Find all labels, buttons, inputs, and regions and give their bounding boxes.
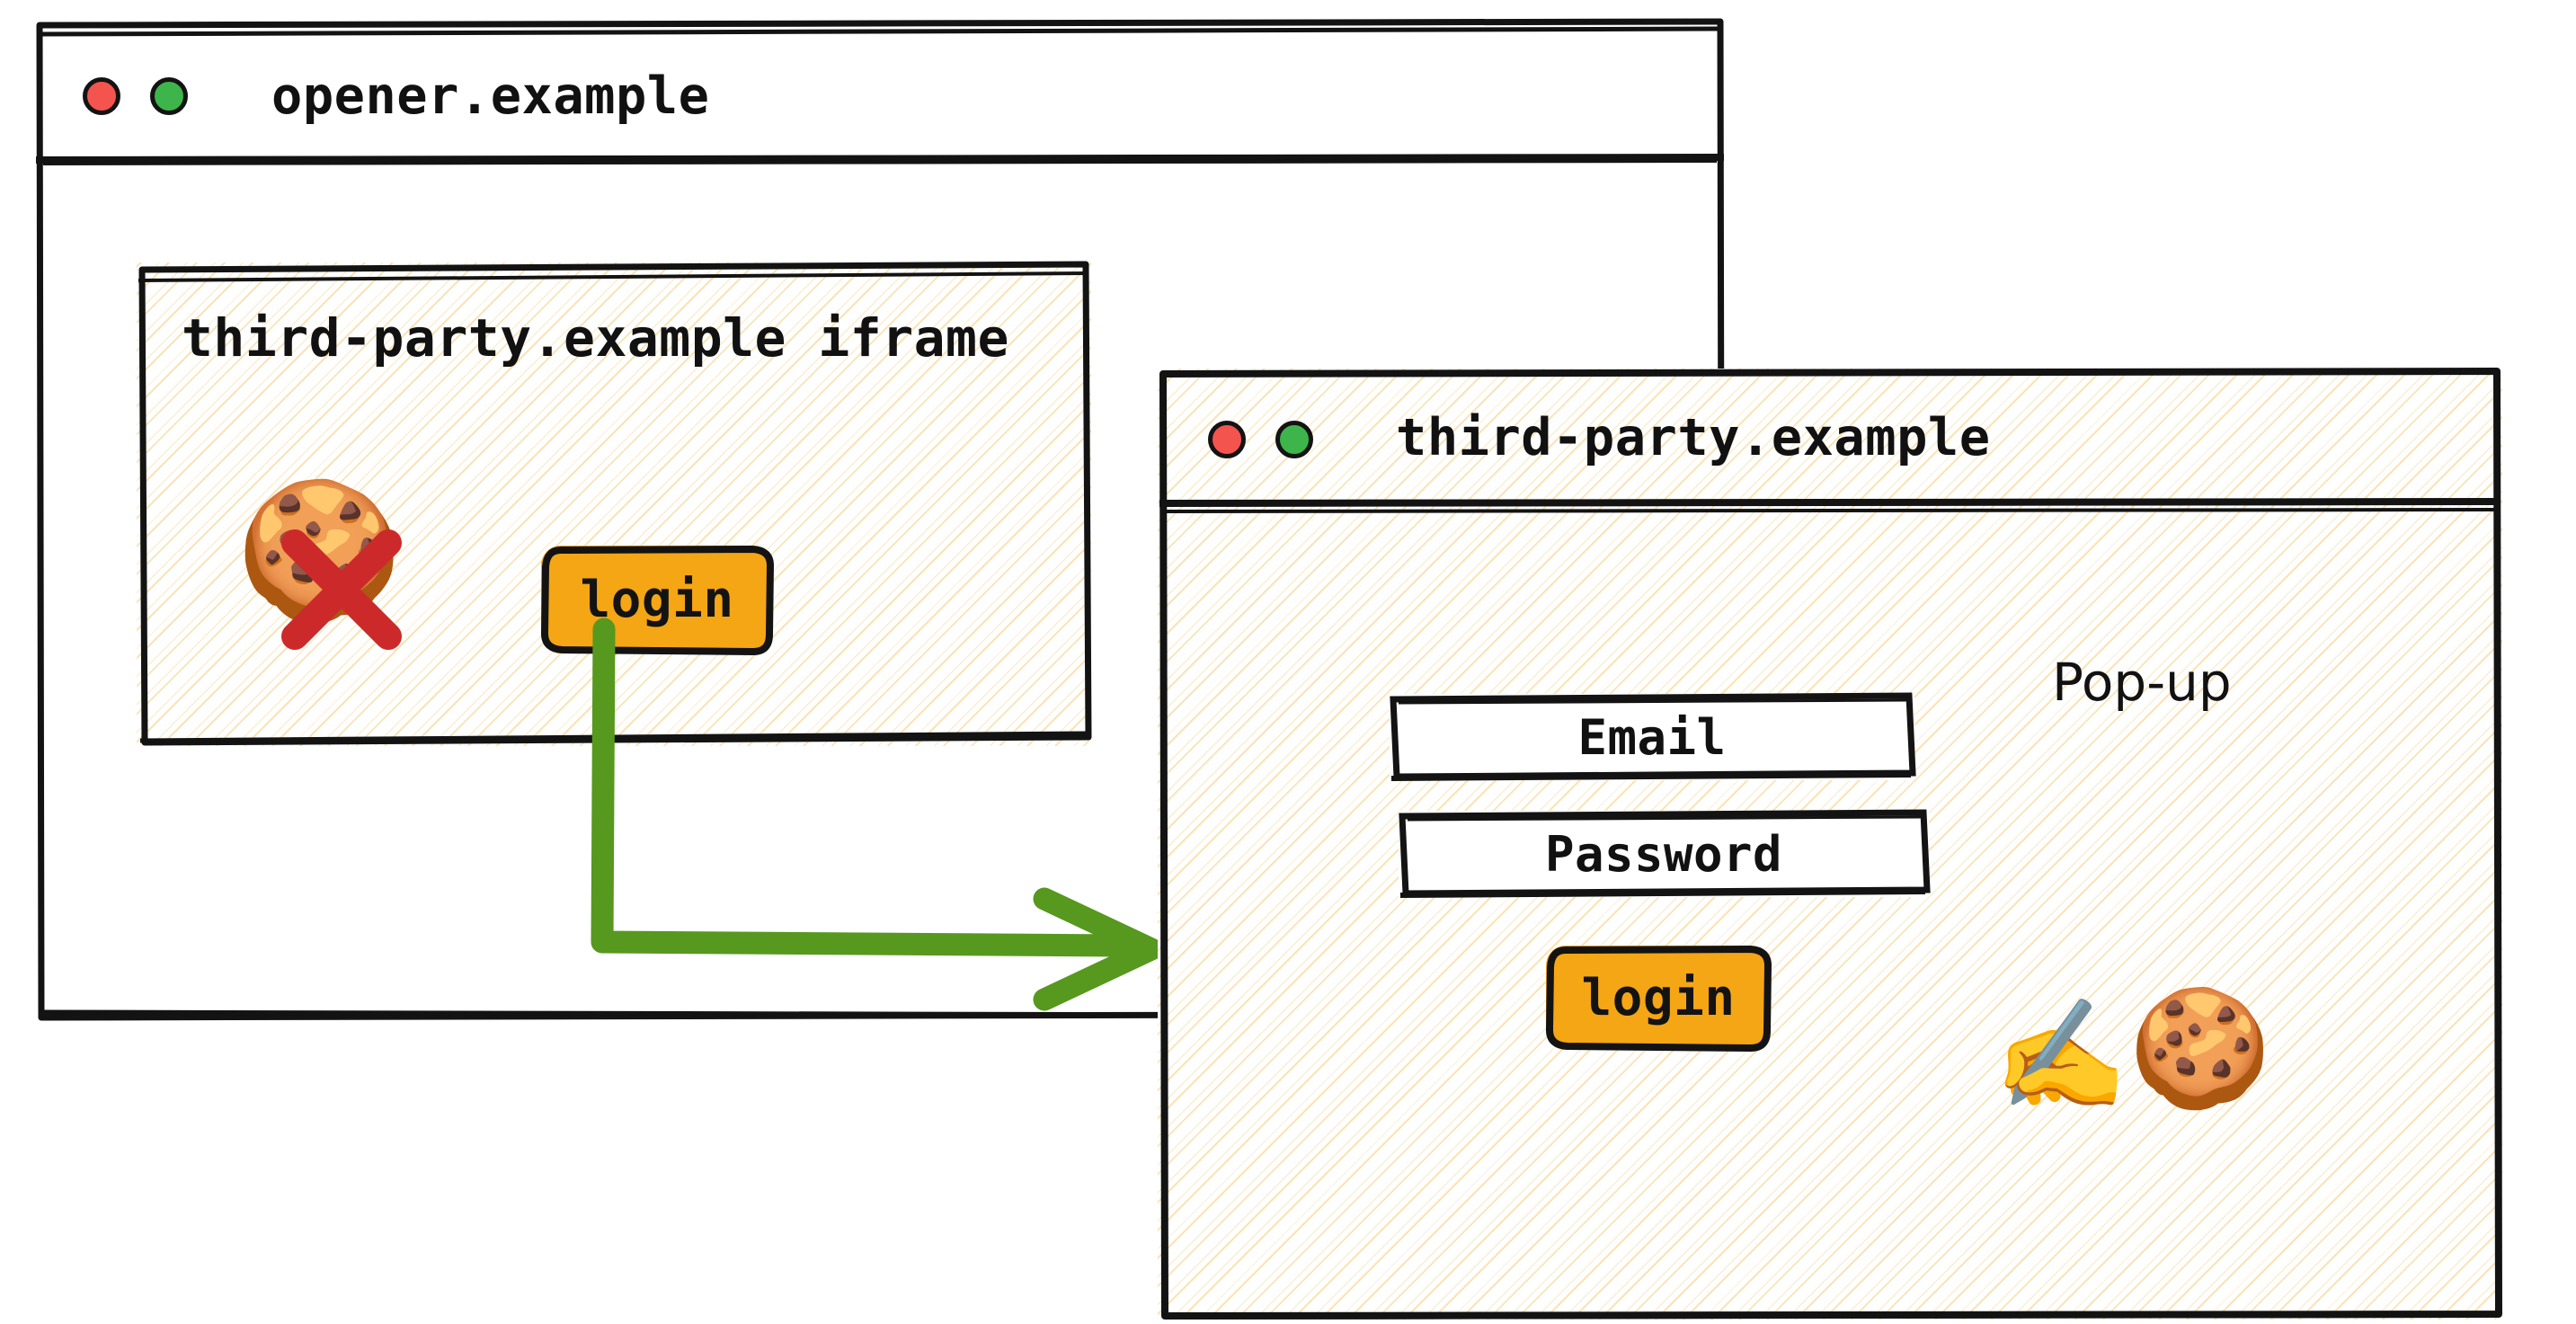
iframe-login-button-label: login	[580, 570, 734, 629]
popup-browser-window: third-party.example Email	[1158, 368, 2502, 1320]
signing-cookie-group: ✍️ 🍪	[1994, 991, 2371, 1146]
popup-login-button[interactable]: login	[1546, 946, 1772, 1052]
email-field[interactable]: Email	[1390, 692, 1916, 781]
opener-title-bar: opener.example	[35, 20, 1725, 165]
iframe-login-button[interactable]: login	[541, 546, 774, 655]
popup-minimize-button[interactable]	[1275, 421, 1313, 458]
opener-window-title: opener.example	[271, 67, 710, 126]
opener-close-button[interactable]	[83, 77, 120, 115]
popup-annotation-label: Pop-up	[2052, 652, 2232, 713]
popup-login-button-label: login	[1581, 968, 1736, 1027]
writing-hand-icon: ✍️	[1994, 993, 2128, 1118]
popup-title-bar: third-party.example	[1158, 369, 2502, 513]
iframe-title-label: third-party.example iframe	[182, 307, 1009, 369]
popup-window-title: third-party.example	[1396, 408, 1991, 467]
email-field-label: Email	[1577, 708, 1727, 766]
opener-minimize-button[interactable]	[150, 77, 188, 115]
password-field-label: Password	[1544, 825, 1783, 883]
password-field[interactable]: Password	[1399, 809, 1931, 898]
popup-close-button[interactable]	[1208, 421, 1246, 458]
cookie-icon: 🍪	[2128, 982, 2272, 1115]
third-party-iframe: third-party.example iframe 🍪 login	[137, 261, 1092, 746]
blocked-cookie-group: 🍪	[235, 484, 415, 650]
red-cross-icon	[281, 529, 402, 650]
